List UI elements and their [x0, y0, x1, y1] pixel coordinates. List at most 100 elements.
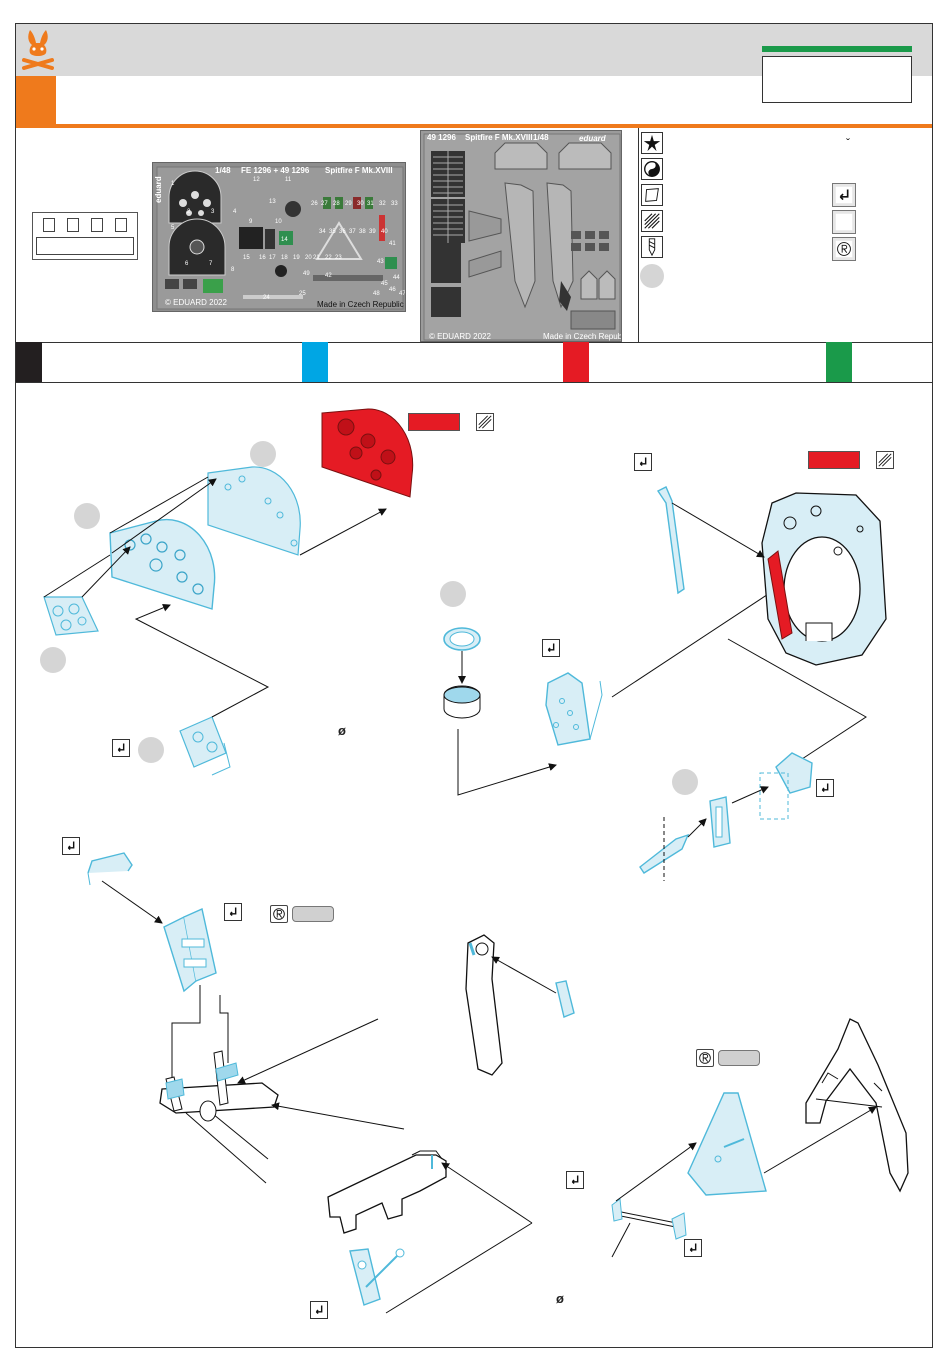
fret1-part-number: 48 — [373, 291, 380, 297]
fret1-name: Spitfire F Mk.XVIII — [325, 166, 393, 175]
info-divider — [638, 128, 639, 342]
fret1-part-number: 38 — [359, 229, 366, 235]
fret1-code: FE 1296 + 49 1296 — [241, 166, 310, 175]
fret1-part-number: 3 — [211, 209, 215, 215]
bend-marker-icon — [542, 639, 560, 657]
fret1-part-number: 43 — [377, 259, 384, 265]
fret1-part-number: 22 — [325, 255, 332, 261]
grey-color-callout — [718, 1050, 760, 1066]
option-box-1 — [43, 218, 55, 232]
option-wide-box — [36, 237, 134, 255]
fret1-part-number: 33 — [391, 201, 398, 207]
fret1-part-number: 16 — [259, 255, 266, 261]
fret1-part-number: 15 — [243, 255, 250, 261]
fret1-scale: 1/48 — [215, 166, 231, 175]
step-circle — [40, 647, 66, 673]
fret1-part-number: 31 — [367, 201, 374, 207]
bend-marker-icon — [112, 739, 130, 757]
armour-plate — [687, 1092, 767, 1196]
r-stamp-icon — [270, 905, 288, 923]
fret2-name: Spitfire F Mk.XVIII — [465, 133, 533, 142]
step-circle — [440, 581, 466, 607]
page-frame — [15, 23, 933, 1348]
fret1-part-number: 14 — [281, 237, 288, 243]
lever-slot-plate — [709, 796, 731, 848]
info-area — [16, 128, 932, 343]
bend-marker-icon — [816, 779, 834, 797]
fret1-part-number: 37 — [349, 229, 356, 235]
control-column — [465, 934, 503, 1076]
color-swatch-red — [563, 342, 589, 382]
steel-fret-artwork — [423, 133, 621, 341]
gunsight-reflector — [443, 627, 481, 719]
fret2-brand: eduard — [579, 134, 606, 143]
star-icon — [641, 132, 663, 154]
fret1-copyright: © EDUARD 2022 — [165, 298, 227, 307]
step-circle — [250, 441, 276, 467]
fret1-part-number: 8 — [231, 267, 235, 273]
fret1-part-number: 17 — [269, 255, 276, 261]
control-column-plate — [555, 980, 575, 1018]
fret1-part-number: 23 — [335, 255, 342, 261]
bend-marker-icon — [224, 903, 242, 921]
bend-marker-icon — [310, 1301, 328, 1319]
header-underline — [16, 124, 932, 128]
fret1-part-number: 4 — [233, 209, 237, 215]
fret1-part-number: 9 — [249, 219, 253, 225]
instrument-panel-clear — [207, 466, 301, 556]
option-box-4 — [115, 218, 127, 232]
option-box-3 — [91, 218, 103, 232]
step-circle — [672, 769, 698, 795]
diameter-mark: ø — [556, 1291, 564, 1306]
fret1-part-number: 5 — [171, 225, 175, 231]
fret2-origin: Made in Czech Republic — [543, 332, 622, 341]
option-box-2 — [67, 218, 79, 232]
fret1-part-number: 18 — [281, 255, 288, 261]
drill-icon — [641, 236, 663, 258]
color-fret-photo: 1/48 FE 1296 + 49 1296 Spitfire F Mk.XVI… — [152, 162, 406, 312]
fret1-part-number: 20 — [305, 255, 312, 261]
fret1-part-number: 49 — [303, 271, 310, 277]
fret1-part-number: 32 — [379, 201, 386, 207]
rabbit-logo-icon — [20, 28, 56, 72]
canopy-strap — [656, 486, 685, 595]
fret2-scale: 1/48 — [533, 133, 549, 142]
fret1-part-number: 12 — [253, 177, 260, 183]
pedal-strap — [87, 852, 133, 886]
fret1-part-number: 41 — [389, 241, 396, 247]
color-swatch-blue — [302, 342, 328, 382]
fret1-part-number: 34 — [319, 229, 326, 235]
caron-mark: ˇ — [846, 136, 850, 150]
sheet-icon — [641, 184, 663, 206]
seat-bracket-clip — [349, 1248, 405, 1306]
fret1-part-number: 28 — [333, 201, 340, 207]
fret1-part-number: 26 — [311, 201, 318, 207]
bend-marker-icon — [684, 1239, 702, 1257]
gunsight-mount — [545, 672, 603, 746]
seat-crossbar — [327, 1150, 447, 1234]
fret1-part-number: 35 — [329, 229, 336, 235]
r-stamp-legend-icon — [832, 237, 856, 261]
assembly-diagram: ø ø — [16, 383, 932, 1347]
fret2-code: 49 1296 — [427, 133, 456, 142]
fret1-part-number: 39 — [369, 229, 376, 235]
set-title-box — [762, 56, 912, 103]
r-stamp-icon — [696, 1049, 714, 1067]
fret1-part-number: 10 — [275, 219, 282, 225]
diameter-mark: ø — [338, 723, 346, 738]
fret1-part-number: 40 — [381, 229, 388, 235]
instrument-panel-red — [321, 408, 414, 498]
step-marker-circle — [640, 264, 664, 288]
locking-rod — [611, 1198, 687, 1240]
color-fret-artwork — [156, 166, 404, 310]
step-circle — [74, 503, 100, 529]
small-gauge-panel — [43, 596, 99, 636]
hatch-icon — [641, 210, 663, 232]
fret1-brand: eduard — [154, 176, 163, 203]
fret1-part-number: 24 — [263, 295, 270, 301]
step-accent-block — [16, 76, 56, 124]
seat-rail-assembly — [159, 1050, 279, 1184]
fret1-part-number: 30 — [357, 201, 364, 207]
fret1-part-number: 42 — [325, 273, 332, 279]
bend-marker-icon — [62, 837, 80, 855]
